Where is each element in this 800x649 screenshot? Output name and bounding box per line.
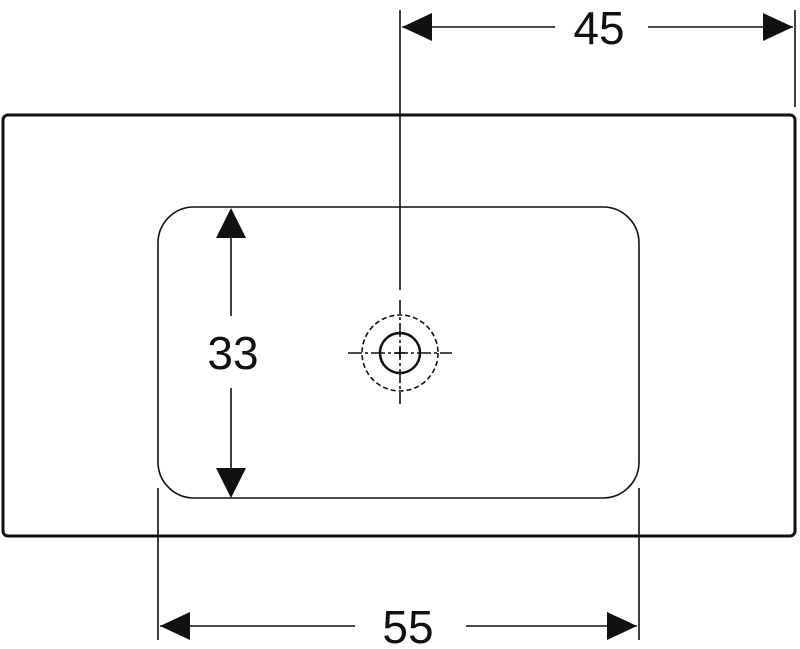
- height-dimension-arrow-bottom: [216, 468, 246, 498]
- bottom-dimension-line: [160, 612, 637, 640]
- top-dimension-label: 45: [573, 2, 624, 54]
- height-dimension-arrow-top: [216, 208, 246, 238]
- height-dimension-line: [216, 208, 246, 498]
- height-dimension-label: 33: [207, 327, 258, 379]
- top-dimension-line: [402, 13, 793, 41]
- top-dimension-arrow-right: [763, 13, 793, 41]
- bottom-dimension-arrow-left: [160, 612, 190, 640]
- bottom-dimension-label: 55: [382, 601, 433, 649]
- drain-symbol: [348, 300, 452, 404]
- bottom-dimension-arrow-right: [607, 612, 637, 640]
- basin-outer-outline: [1, 113, 797, 538]
- bowl-inner-outline: [157, 206, 640, 499]
- drain-outer-dashed-circle: [361, 314, 439, 392]
- top-dimension-arrow-left: [402, 13, 432, 41]
